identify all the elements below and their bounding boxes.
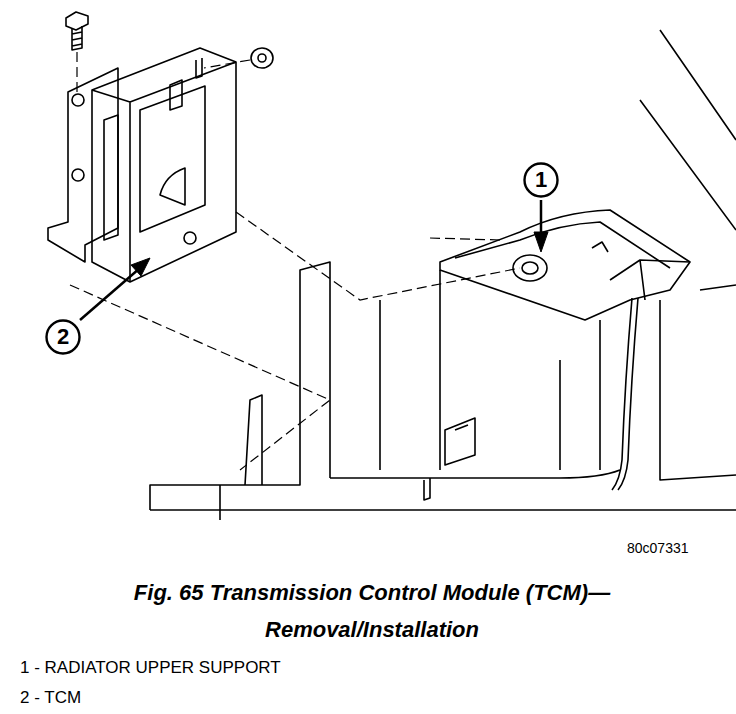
core-panel	[560, 320, 600, 470]
leader-arrows	[80, 200, 548, 320]
bolt-shank	[72, 26, 82, 50]
leader-line	[80, 268, 140, 320]
legend-key: 2 - TCM	[20, 688, 81, 708]
dashed-line	[430, 238, 500, 240]
line-art	[48, 12, 736, 520]
arrowhead	[131, 258, 150, 276]
dashed-line	[236, 212, 520, 300]
support-bracket	[610, 260, 690, 300]
dashed-line	[70, 285, 330, 470]
figure-caption: Fig. 65 Transmission Control Module (TCM…	[58, 574, 686, 648]
callout-number: 1	[535, 169, 547, 191]
arrowhead	[534, 232, 548, 252]
alignment-lines	[70, 52, 520, 470]
core-panel	[380, 270, 440, 470]
grommet	[251, 48, 273, 68]
tcm-stud	[196, 58, 202, 78]
tcm-label-panel	[140, 86, 205, 232]
bracket-hole	[184, 232, 196, 244]
support-hole-inner	[522, 262, 538, 274]
tcm-bracket	[48, 68, 118, 262]
tab	[424, 478, 430, 500]
tcm-edge	[92, 62, 236, 282]
side-wall	[660, 285, 736, 480]
callout-circle: 1	[523, 162, 559, 198]
support-hole	[513, 255, 547, 281]
callout-ring	[525, 164, 558, 197]
bolt-head	[66, 12, 88, 30]
dashed-line	[76, 52, 77, 94]
radiator-upper-support	[440, 210, 690, 320]
wire	[618, 298, 638, 490]
tcm-connector-slot	[104, 115, 118, 240]
wire	[612, 298, 632, 490]
core-edge	[330, 470, 620, 478]
legend-key: 1 - RADIATOR UPPER SUPPORT	[20, 658, 281, 678]
bracket-hole	[72, 94, 84, 106]
mount-bracket	[445, 418, 475, 465]
tcm-stud	[170, 80, 182, 110]
tcm-cover	[160, 168, 185, 205]
figure-id: 80c07331	[627, 540, 689, 556]
callout-number: 2	[57, 326, 69, 348]
fastener	[592, 242, 608, 252]
base-line	[150, 509, 736, 511]
dashed-line	[204, 60, 250, 68]
callout-circle: 2	[45, 319, 81, 355]
bracket-hole	[72, 169, 84, 181]
callout-ring	[47, 321, 80, 354]
grommet-hole	[258, 54, 266, 62]
fender-wall	[150, 262, 330, 510]
tcm-housing	[92, 48, 236, 282]
fender-top	[640, 30, 736, 230]
